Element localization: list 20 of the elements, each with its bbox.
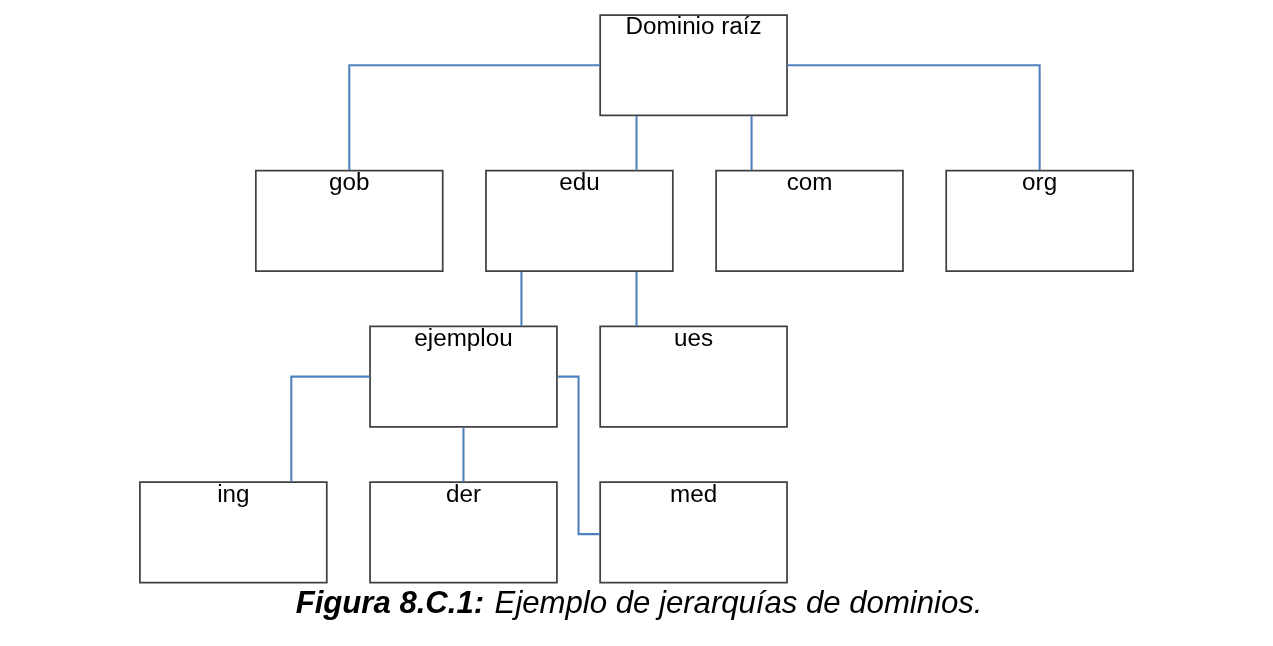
node-box: Dominio raíz — [599, 14, 788, 117]
connector — [520, 271, 523, 327]
connector — [635, 271, 638, 327]
node-box: gob — [255, 169, 444, 272]
connector — [348, 64, 600, 170]
node-box: com — [715, 169, 904, 272]
node-box: der — [369, 481, 558, 584]
node-box: org — [945, 169, 1134, 272]
connector — [290, 375, 370, 482]
connector — [462, 427, 465, 482]
caption: Figura 8.C.1: Ejemplo de jerarquías de dominios. — [295, 584, 983, 620]
node-box: ues — [599, 325, 788, 428]
node-box: ejemplou — [369, 325, 558, 428]
connector — [750, 116, 753, 171]
connector — [635, 116, 638, 171]
node-box: ing — [139, 481, 328, 584]
node-box: edu — [485, 169, 674, 272]
node-box: med — [599, 481, 788, 584]
connector — [557, 375, 600, 536]
connector — [787, 64, 1041, 170]
